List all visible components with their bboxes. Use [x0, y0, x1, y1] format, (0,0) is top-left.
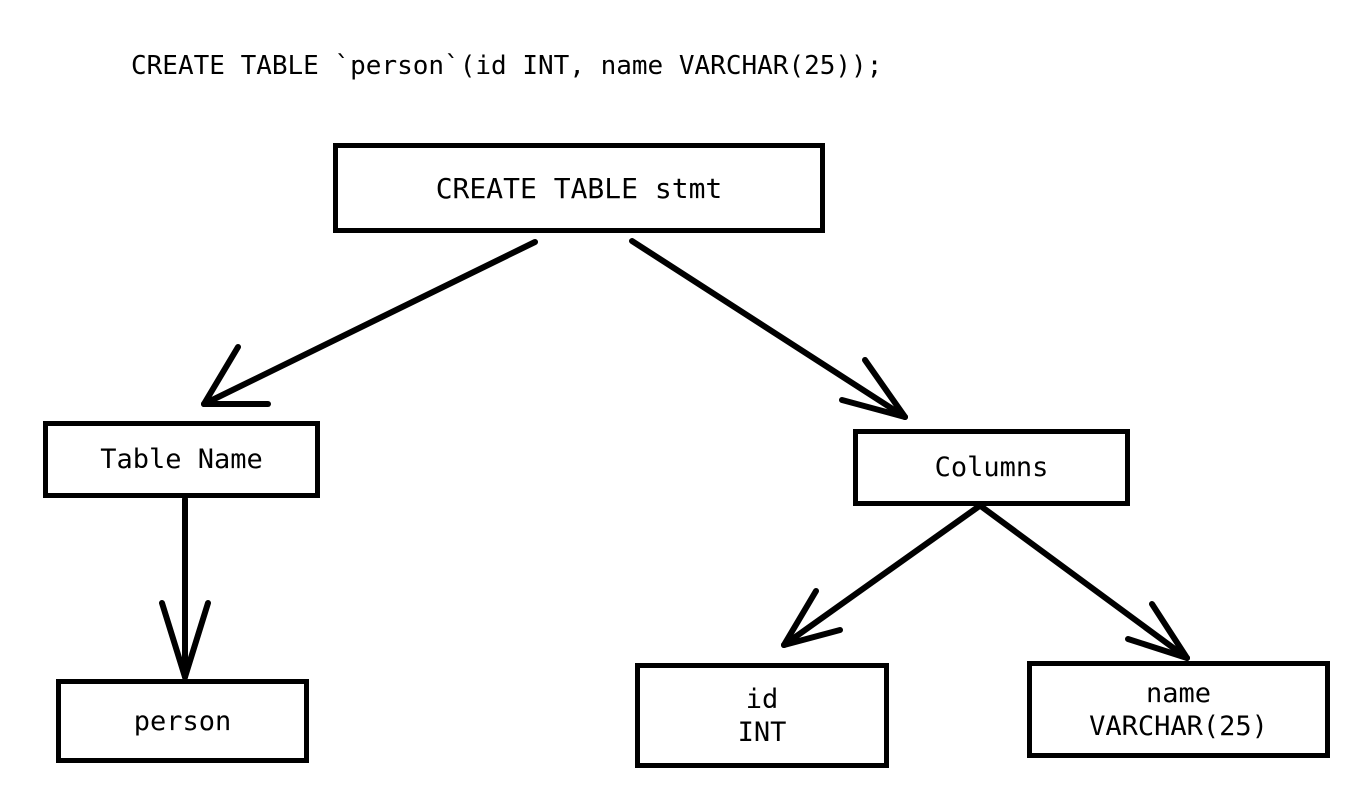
edge-root-to-table-name — [201, 239, 538, 407]
page-title: CREATE TABLE `person`(id INT, name VARCH… — [131, 51, 883, 81]
edge-root-to-columns — [629, 238, 908, 420]
node-label: Columns — [934, 452, 1049, 483]
node-label: Table Name — [100, 444, 263, 475]
edge-table-name-to-person — [159, 496, 211, 680]
node-label: person — [133, 705, 232, 737]
node-label-type: INT — [737, 716, 787, 748]
node-label-type: VARCHAR(25) — [1089, 710, 1268, 742]
node-label-name: name — [1145, 677, 1212, 709]
edge-columns-to-name — [979, 504, 1190, 661]
edge-columns-to-id — [781, 504, 981, 648]
node-create-table-stmt[interactable]: CREATE TABLE stmt — [333, 143, 825, 233]
node-columns[interactable]: Columns — [853, 429, 1130, 506]
node-table-name[interactable]: Table Name — [43, 421, 320, 498]
node-column-id[interactable]: id INT — [635, 663, 889, 768]
node-label: CREATE TABLE stmt — [435, 171, 723, 205]
node-person[interactable]: person — [56, 679, 309, 763]
node-label-name: id — [745, 683, 779, 715]
node-column-name[interactable]: name VARCHAR(25) — [1027, 661, 1330, 758]
